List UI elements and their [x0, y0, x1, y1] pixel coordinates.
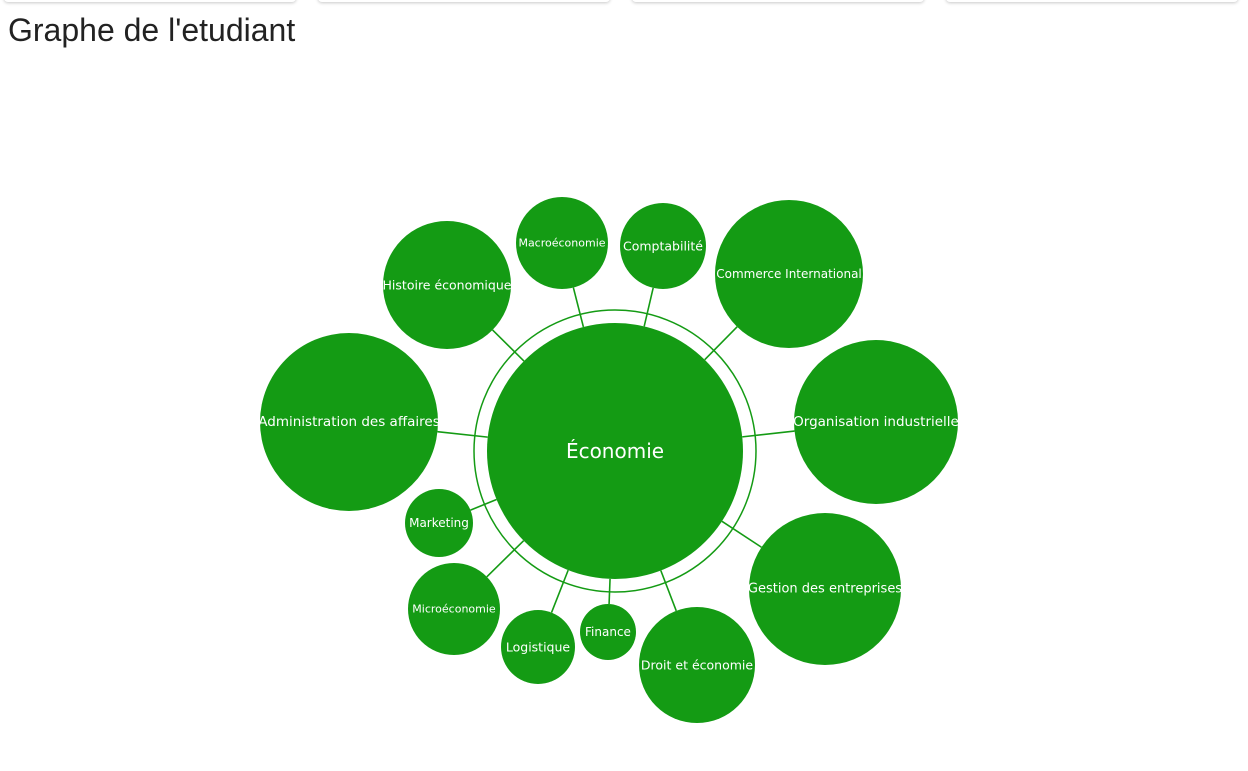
node-bubble[interactable] [794, 340, 958, 504]
node-commerce-international[interactable]: Commerce International [715, 200, 863, 348]
edge-microeconomie [486, 540, 525, 578]
top-card-2[interactable] [318, 0, 610, 2]
node-label: Commerce International [716, 267, 862, 281]
edge-histoire-economique [491, 329, 525, 362]
node-bubble[interactable] [260, 333, 438, 511]
edge-marketing [470, 498, 497, 511]
top-card-4[interactable] [946, 0, 1238, 2]
edge-droit-et-economie [660, 570, 677, 612]
node-bubble[interactable] [620, 203, 706, 289]
edge-commerce-international [704, 326, 738, 361]
top-card-3[interactable] [632, 0, 924, 2]
center-group: Économie [487, 323, 743, 579]
node-bubble[interactable] [405, 489, 473, 557]
node-gestion-des-entreprises[interactable]: Gestion des entreprises [748, 513, 902, 665]
node-label: Logistique [506, 640, 571, 655]
top-card-strip [0, 0, 1248, 6]
edge-comptabilite [643, 287, 654, 327]
node-finance[interactable]: Finance [580, 604, 636, 660]
node-administration-des-affaires[interactable]: Administration des affaires [258, 333, 440, 511]
node-bubble[interactable] [580, 604, 636, 660]
node-comptabilite[interactable]: Comptabilité [620, 203, 706, 289]
edge-logistique [550, 569, 569, 613]
center-bubble[interactable] [487, 323, 743, 579]
node-label: Macroéconomie [518, 237, 605, 250]
node-label: Finance [585, 625, 631, 639]
node-logistique[interactable]: Logistique [501, 610, 575, 684]
node-macroeconomie[interactable]: Macroéconomie [516, 197, 608, 289]
node-label: Histoire économique [383, 278, 512, 293]
node-bubble[interactable] [501, 610, 575, 684]
node-label: Administration des affaires [258, 414, 439, 430]
node-microeconomie[interactable]: Microéconomie [408, 563, 500, 655]
node-bubble[interactable] [408, 563, 500, 655]
node-bubble[interactable] [383, 221, 511, 349]
node-bubble[interactable] [715, 200, 863, 348]
node-label: Comptabilité [623, 239, 703, 254]
center-label: Économie [566, 439, 664, 463]
node-histoire-economique[interactable]: Histoire économique [383, 221, 512, 349]
node-bubble[interactable] [516, 197, 608, 289]
graph-edges [437, 287, 795, 613]
node-droit-et-economie[interactable]: Droit et économie [639, 607, 755, 723]
node-marketing[interactable]: Marketing [405, 489, 473, 557]
center-ring [473, 309, 757, 593]
node-label: Droit et économie [641, 658, 753, 673]
node-bubble[interactable] [639, 607, 755, 723]
top-card-1[interactable] [4, 0, 296, 2]
page-title: Graphe de l'etudiant [8, 12, 296, 48]
edge-macroeconomie [572, 287, 585, 328]
node-label: Marketing [409, 516, 469, 530]
node-organisation-industrielle[interactable]: Organisation industrielle [793, 340, 959, 504]
node-center-economie[interactable]: Économie [487, 323, 743, 579]
node-label: Gestion des entreprises [748, 582, 902, 597]
edge-organisation-industrielle [742, 430, 795, 438]
node-bubble[interactable] [749, 513, 901, 665]
node-label: Organisation industrielle [793, 414, 959, 430]
node-label: Microéconomie [412, 603, 496, 616]
edge-administration-des-affaires [437, 430, 488, 438]
edge-gestion-des-entreprises [721, 520, 762, 548]
